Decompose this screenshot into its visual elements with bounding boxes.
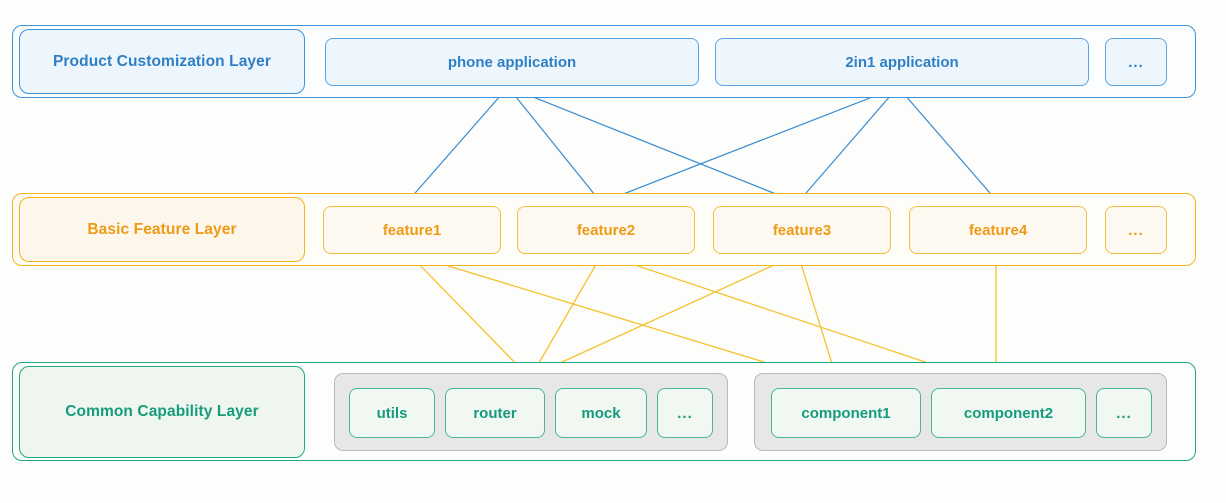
product-customization-layer-label: Product Customization Layer: [19, 29, 305, 94]
connector-2in1-application-to-feature2: [607, 86, 899, 201]
product-customization-layer: Product Customization Layer phone applic…: [12, 25, 1196, 98]
node-phone-application[interactable]: phone application: [325, 38, 699, 86]
connector-2in1-application-to-feature4: [897, 86, 997, 201]
connector-phone-application: [408, 86, 792, 201]
node-feature1[interactable]: feature1: [323, 206, 501, 254]
node-product-more[interactable]: ...: [1105, 38, 1167, 86]
node-component2[interactable]: component2: [931, 388, 1086, 438]
common-capability-layer-label: Common Capability Layer: [19, 366, 305, 458]
connector-2in1-application: [607, 86, 997, 201]
node-feature2[interactable]: feature2: [517, 206, 695, 254]
node-component1[interactable]: component1: [771, 388, 921, 438]
node-utilities-more[interactable]: ...: [657, 388, 713, 438]
node-components-more[interactable]: ...: [1096, 388, 1152, 438]
node-utils[interactable]: utils: [349, 388, 435, 438]
node-mock[interactable]: mock: [555, 388, 647, 438]
node-feature4[interactable]: feature4: [909, 206, 1087, 254]
components-group: component1 component2 ...: [754, 373, 1167, 451]
connector-phone-application-to-feature3: [507, 86, 792, 201]
basic-feature-layer: Basic Feature Layer feature1 feature2 fe…: [12, 193, 1196, 266]
node-router[interactable]: router: [445, 388, 545, 438]
node-2in1-application[interactable]: 2in1 application: [715, 38, 1089, 86]
connector-feature3-to-router: [535, 253, 799, 375]
node-feature3[interactable]: feature3: [713, 206, 891, 254]
common-capability-layer: Common Capability Layer utils router moc…: [12, 362, 1196, 461]
connector-phone-application-to-feature1: [408, 86, 509, 201]
basic-feature-layer-label: Basic Feature Layer: [19, 197, 305, 262]
connector-phone-application-to-feature2: [507, 86, 600, 201]
utilities-group: utils router mock ...: [334, 373, 728, 451]
connector-feature2-to-router: [531, 253, 603, 376]
node-feature-more[interactable]: ...: [1105, 206, 1167, 254]
connector-feature1-to-router: [408, 253, 528, 376]
connector-2in1-application-to-feature3: [799, 86, 899, 201]
